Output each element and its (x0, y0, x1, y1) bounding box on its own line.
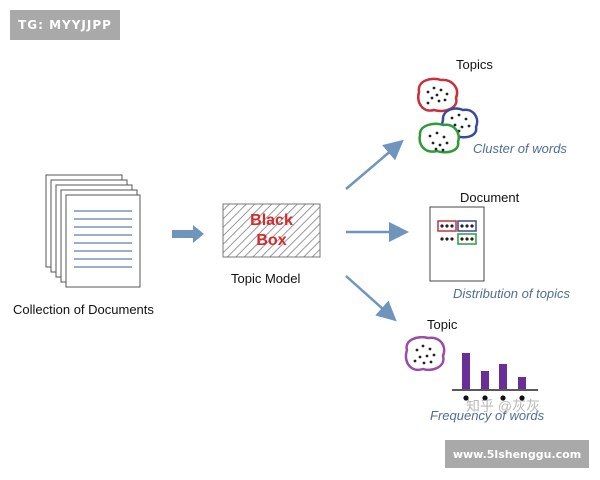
document-topic-distribution-icon (429, 206, 485, 282)
site-badge: www.5lshenggu.com (445, 440, 589, 468)
word-frequency-bar-icon (404, 335, 538, 401)
watermark-text: 知乎 @灰灰 (466, 398, 541, 414)
document-caption: Distribution of topics (453, 286, 571, 301)
tg-badge: TG: MYYJJPP (10, 10, 120, 40)
black-box-line-2: Box (256, 232, 287, 249)
document-stack-icon (45, 174, 141, 288)
topic-title: Topic (427, 317, 458, 332)
document-title: Document (460, 190, 520, 205)
model-label: Topic Model (231, 271, 301, 286)
input-arrow-icon (172, 225, 204, 243)
arrow-to-topic-icon (345, 275, 397, 322)
topics-caption: Cluster of words (473, 141, 567, 156)
topics-title: Topics (456, 57, 493, 72)
black-box-text: Black Box (223, 206, 320, 256)
black-box-icon (222, 203, 321, 258)
arrow-to-topics-icon (345, 139, 404, 190)
topic-caption: Frequency of words (430, 408, 545, 423)
black-box-line-1: Black (250, 212, 293, 229)
input-label: Collection of Documents (13, 302, 154, 317)
word-cluster-icon (417, 77, 479, 154)
